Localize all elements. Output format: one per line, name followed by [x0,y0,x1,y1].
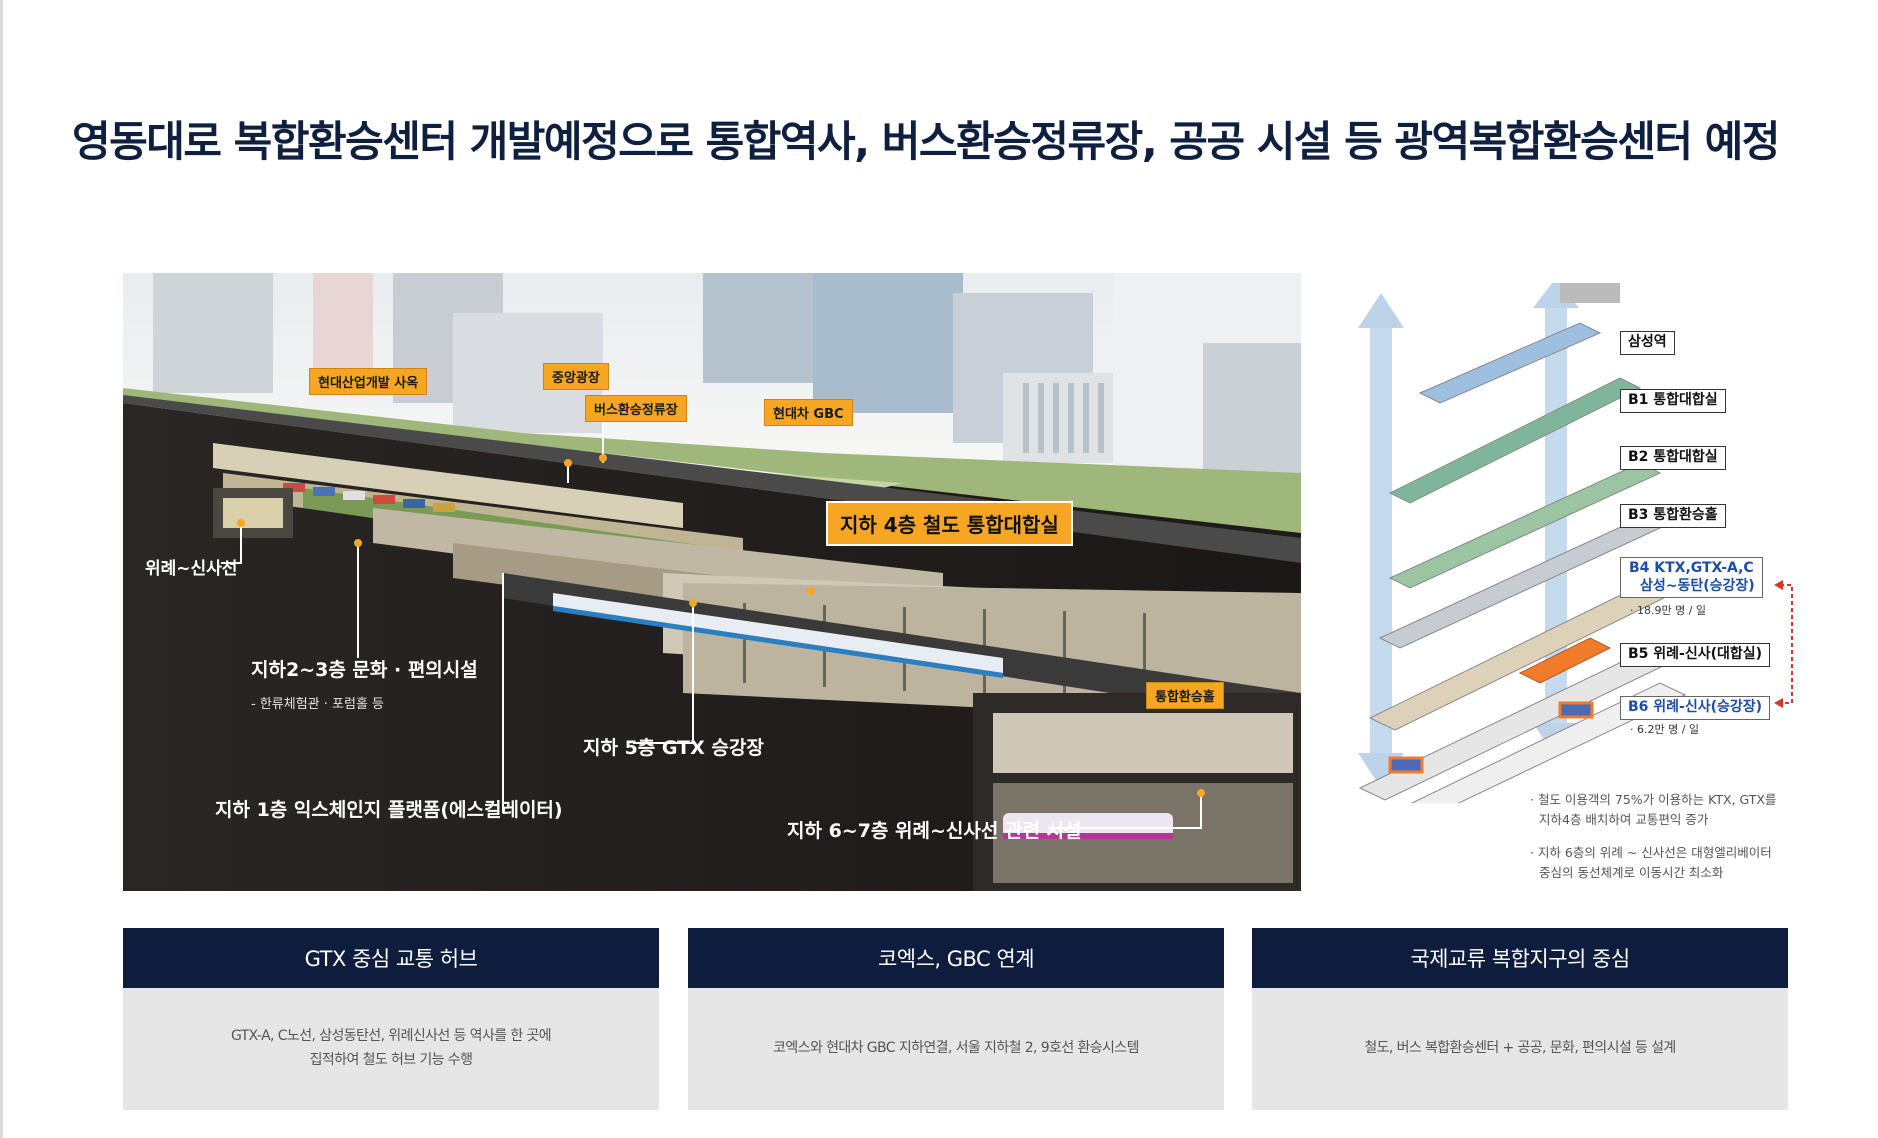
ridership-b6: · 6.2만 명 / 일 [1630,723,1700,736]
diagram-notes-2: · 지하 6층의 위례 ~ 신사선은 대형엘리베이터 중심의 동선체계로 이동시… [1530,843,1772,883]
note-line-3: · 지하 6층의 위례 ~ 신사선은 대형엘리베이터 [1530,845,1772,860]
callout-b6-b7-facilities: 지하 6~7층 위례~신사선 관련 시설 [787,820,1082,842]
note-line-1: · 철도 이용객의 75%가 이용하는 KTX, GTX를 [1530,792,1777,807]
callout-wirye-sinsa-line: 위례~신사선 [145,559,238,579]
card-title: 코엑스, GBC 연계 [688,928,1224,988]
feature-card-coex-gbc: 코엑스, GBC 연계 코엑스와 현대차 GBC 지하연결, 서울 지하철 2,… [688,928,1224,1110]
page-headline: 영동대로 복합환승센터 개발예정으로 통합역사, 버스환승정류장, 공공 시설 … [72,117,1780,166]
callout-b2-b3-facilities: 지하2~3층 문화 · 편의시설 [251,659,478,681]
floor-label-b1: B1 통합대합실 [1620,389,1726,413]
floor-label-b2: B2 통합대합실 [1620,446,1726,470]
note-line-4: 중심의 동선체계로 이동시간 최소화 [1539,865,1724,880]
card-body: 코엑스와 현대차 GBC 지하연결, 서울 지하철 2, 9호선 환승시스템 [688,988,1224,1110]
station-cross-section-illustration: 현대산업개발 사옥 중앙광장 버스환승정류장 현대차 GBC 지하 4층 철도 … [123,273,1301,891]
callout-b1-exchange-platform: 지하 1층 익스체인지 플랫폼(에스컬레이터) [215,799,563,821]
card-text-line: 철도, 버스 복합환승센터 + 공공, 문화, 편의시설 등 설계 [1364,1040,1676,1057]
tag-central-plaza: 중앙광장 [543,363,609,390]
note-line-2: 지하4층 배치하여 교통편익 증가 [1539,812,1709,827]
feature-card-international-hub: 국제교류 복합지구의 중심 철도, 버스 복합환승센터 + 공공, 문화, 편의… [1252,928,1788,1110]
floor-label-b4-line1: B4 KTX,GTX-A,C [1628,560,1754,576]
feature-card-gtx-hub: GTX 중심 교통 허브 GTX-A, C노선, 삼성동탄선, 위례신사선 등 … [123,928,659,1110]
tag-transfer-hall: 통합환승홀 [1146,682,1224,709]
floor-label-b3: B3 통합환승홀 [1620,504,1726,528]
card-title: 국제교류 복합지구의 중심 [1252,928,1788,988]
card-text-line: GTX-A, C노선, 삼성동탄선, 위례신사선 등 역사를 한 곳에 [230,1028,552,1045]
tag-hyundai-development-office: 현대산업개발 사옥 [309,368,428,395]
diagram-notes: · 철도 이용객의 75%가 이용하는 KTX, GTX를 지하4층 배치하여 … [1530,790,1776,830]
floor-label-b4-line2: 삼성~동탄(승강장) [1640,577,1755,594]
card-text-line: 코엑스와 현대차 GBC 지하연결, 서울 지하철 2, 9호선 환승시스템 [773,1040,1139,1057]
floor-label-samseong-station: 삼성역 [1620,331,1675,355]
exploded-floor-diagram: 삼성역 B1 통합대합실 B2 통합대합실 B3 통합환승홀 B4 KTX,GT… [1340,283,1810,827]
card-body: GTX-A, C노선, 삼성동탄선, 위례신사선 등 역사를 한 곳에 집적하여… [123,988,659,1110]
card-title: GTX 중심 교통 허브 [123,928,659,988]
floor-label-b5: B5 위례-신사(대합실) [1620,643,1771,667]
callout-b2-b3-subtext: - 한류체험관 · 포럼홀 등 [251,697,384,712]
tag-hyundai-gbc: 현대차 GBC [764,399,853,426]
tag-bus-transfer-stop: 버스환승정류장 [585,395,687,422]
floor-stack-artwork [1358,283,1793,803]
floor-label-b4: B4 KTX,GTX-A,C 삼성~동탄(승강장) [1620,557,1763,598]
tag-b4-rail-concourse: 지하 4층 철도 통합대합실 [826,501,1073,546]
ridership-b4: · 18.9만 명 / 일 [1630,604,1707,617]
floor-label-b6: B6 위례-신사(승강장) [1620,696,1771,720]
callout-b5-gtx-platform: 지하 5층 GTX 승강장 [583,737,764,759]
card-text-line: 집적하여 철도 허브 기능 수행 [309,1052,473,1068]
card-body: 철도, 버스 복합환승센터 + 공공, 문화, 편의시설 등 설계 [1252,988,1788,1110]
page-left-border [0,0,3,1138]
